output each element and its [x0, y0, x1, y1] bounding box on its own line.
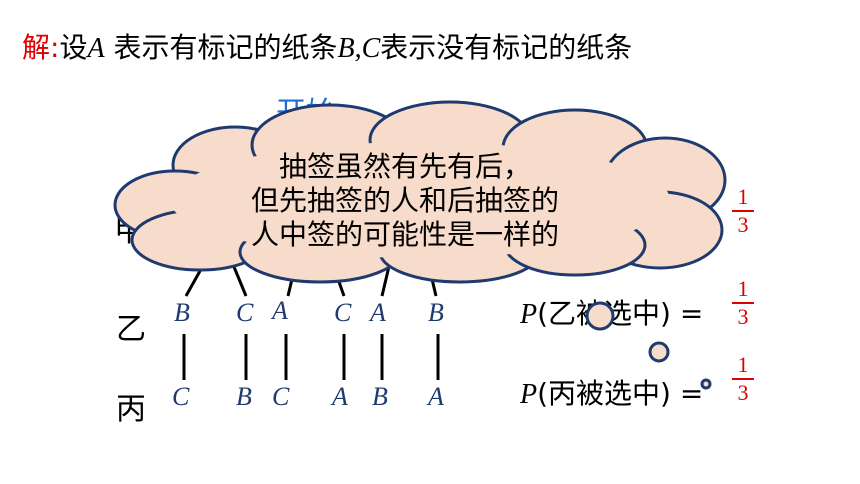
- thought-bubble-3: [700, 378, 712, 390]
- node-yi-2: C: [236, 298, 254, 327]
- fraction-jia-den: 3: [737, 211, 749, 237]
- thought-bubble-1: [585, 301, 615, 331]
- prob-bing-text: (丙被选中) =: [537, 377, 704, 410]
- fraction-jia-num: 1: [737, 184, 749, 209]
- header-text-3: 表示没有标记的纸条: [380, 31, 633, 64]
- fraction-yi-num: 1: [737, 276, 749, 301]
- node-yi-1: B: [174, 298, 190, 327]
- level-label-bing: 丙: [116, 392, 146, 427]
- fraction-bing-bar: [732, 378, 754, 380]
- node-bing-1: C: [172, 382, 190, 411]
- cloud-line-3: 人中签的可能性是一样的: [250, 218, 559, 251]
- thought-bubble-2: [648, 341, 670, 363]
- cloud-body: [170, 142, 670, 258]
- header-text-1: 设: [59, 31, 88, 64]
- solution-prefix: 解:: [22, 31, 60, 64]
- node-yi-4: C: [334, 298, 352, 327]
- header-var-a: A: [87, 33, 105, 64]
- prob-bing: P(丙被选中) =: [520, 372, 703, 412]
- cloud-line-2: 但先抽签的人和后抽签的: [250, 184, 559, 217]
- node-bing-4: A: [332, 382, 348, 411]
- fraction-bing-den: 3: [737, 379, 749, 405]
- node-bing-3: C: [272, 382, 290, 411]
- node-yi-6: B: [428, 298, 444, 327]
- prob-bing-p: P: [520, 379, 538, 410]
- prob-yi: P(乙被选中) =: [520, 292, 703, 332]
- node-bing-2: B: [236, 382, 252, 411]
- node-yi-3: A: [272, 296, 288, 325]
- node-yi-5: A: [370, 298, 386, 327]
- cloud-line-1: 抽签虽然有先有后，: [278, 150, 531, 183]
- level-label-yi: 乙: [116, 312, 146, 347]
- fraction-bing-num: 1: [737, 352, 749, 377]
- prob-yi-text: (乙被选中) =: [537, 297, 704, 330]
- node-bing-5: B: [372, 382, 388, 411]
- prob-yi-p: P: [520, 299, 538, 330]
- edge-c1: [230, 261, 248, 297]
- fraction-yi: 1 3: [732, 278, 754, 328]
- cloud-text: 抽签虽然有先有后， 但先抽签的人和后抽签的 人中签的可能性是一样的: [180, 150, 630, 252]
- node-bing-6: A: [428, 382, 444, 411]
- header-text-2: 表示有标记的纸条: [104, 31, 338, 64]
- header-var-bc: B,C: [337, 33, 381, 64]
- fraction-jia: 1 3: [732, 186, 754, 236]
- fraction-bing: 1 3: [732, 354, 754, 404]
- fraction-jia-bar: [732, 210, 754, 212]
- solution-header: 解:设A 表示有标记的纸条B,C表示没有标记的纸条: [22, 26, 632, 66]
- fraction-yi-bar: [732, 302, 754, 304]
- fraction-yi-den: 3: [737, 303, 749, 329]
